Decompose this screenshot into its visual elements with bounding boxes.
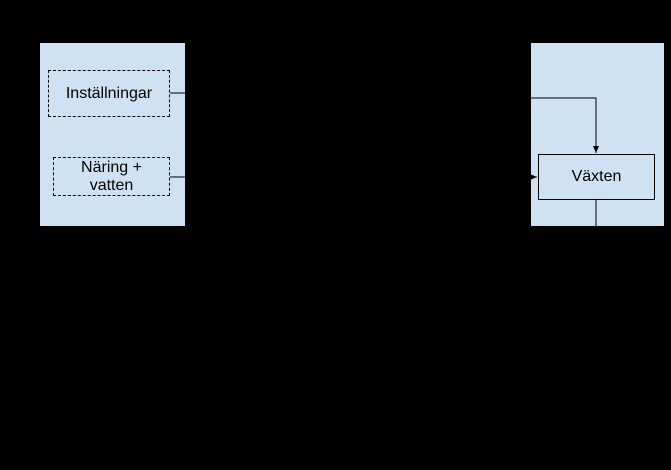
right-panel <box>531 43 664 226</box>
naring-vatten-node[interactable]: Näring + vatten <box>53 157 170 196</box>
installningar-node[interactable]: Inställningar <box>48 70 170 117</box>
vaxten-label: Växten <box>571 168 622 185</box>
vaxten-node[interactable]: Växten <box>538 154 655 200</box>
naring-vatten-label: Näring + vatten <box>81 158 142 194</box>
connector-installningar-to-vaxten <box>531 97 599 153</box>
installningar-label: Inställningar <box>65 84 153 102</box>
